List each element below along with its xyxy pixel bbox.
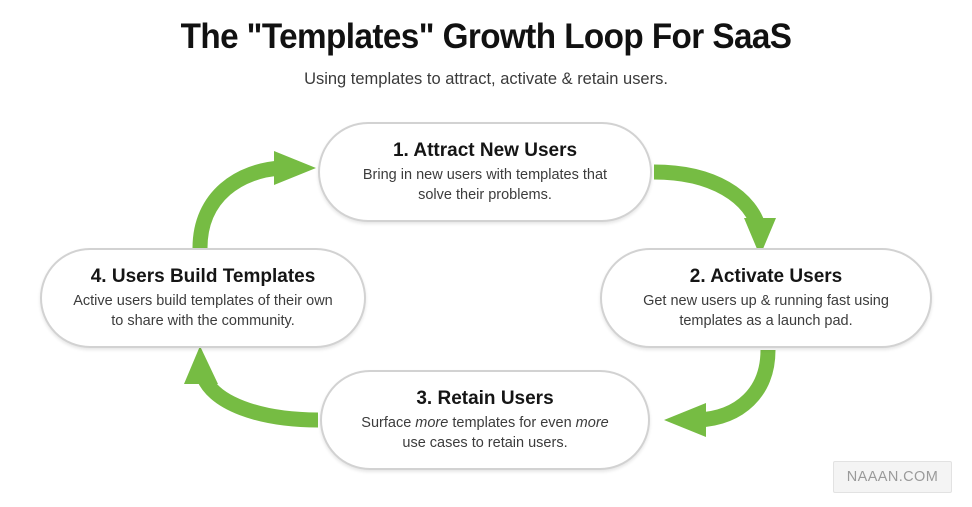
arrow-build-to-attract-icon [192, 151, 316, 249]
node-desc-emphasis-2: more [575, 415, 609, 432]
node-title: 3. Retain Users [416, 387, 554, 409]
node-desc-line-2: templates as a launch pad. [679, 312, 853, 329]
page-title: The "Templates" Growth Loop For SaaS [180, 17, 792, 56]
watermark-badge: NAAAN.COM [833, 461, 952, 493]
arrow-attract-to-activate-icon [653, 164, 776, 256]
node-title: 4. Users Build Templates [90, 265, 316, 287]
node-retain-users[interactable]: 3. Retain Users Surface more templates f… [320, 370, 650, 470]
node-desc-middle: templates for even [448, 415, 576, 432]
node-description: Get new users up & running fast using te… [643, 292, 889, 331]
node-attract-new-users[interactable]: 1. Attract New Users Bring in new users … [318, 122, 652, 222]
node-desc-prefix: Surface [361, 415, 416, 432]
node-desc-line-1: Bring in new users with templates that [362, 167, 608, 184]
node-users-build-templates[interactable]: 4. Users Build Templates Active users bu… [40, 248, 366, 348]
node-desc-line-2: solve their problems. [418, 186, 552, 203]
arrow-activate-to-retain-icon [664, 349, 776, 437]
arrow-retain-to-build-icon [184, 346, 319, 428]
node-title: 1. Attract New Users [392, 139, 578, 161]
node-desc-line-2: use cases to retain users. [402, 434, 568, 451]
node-desc-line-1: Active users build templates of their ow… [73, 293, 333, 310]
node-description: Active users build templates of their ow… [73, 292, 333, 331]
node-desc-emphasis-1: more [415, 415, 449, 432]
node-desc-line-2: to share with the community. [111, 312, 295, 329]
node-description: Bring in new users with templates that s… [363, 166, 607, 205]
watermark-label: NAAAN.COM [846, 469, 939, 485]
node-description: Surface more templates for even more use… [361, 414, 608, 453]
node-title: 2. Activate Users [689, 265, 843, 287]
header: The "Templates" Growth Loop For SaaS Usi… [0, 0, 972, 89]
node-activate-users[interactable]: 2. Activate Users Get new users up & run… [600, 248, 932, 348]
page-subtitle: Using templates to attract, activate & r… [304, 68, 668, 88]
node-desc-line-1: Get new users up & running fast using [643, 293, 889, 310]
